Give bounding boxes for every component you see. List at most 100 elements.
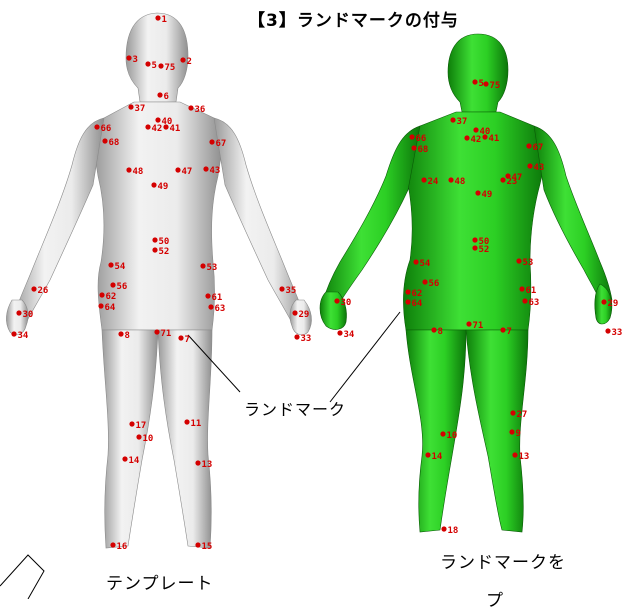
scan-landmark-dot-8 — [431, 327, 436, 332]
template-landmark-label-67: 67 — [216, 139, 227, 149]
scan-landmark-label-62: 62 — [412, 289, 423, 299]
scan-landmark-label-68: 68 — [418, 145, 429, 155]
scan-landmark-dot-24 — [421, 177, 426, 182]
template-landmark-dot-53 — [200, 263, 205, 268]
template-landmark-label-63: 63 — [215, 304, 226, 314]
template-landmark-label-7: 7 — [185, 335, 190, 345]
template-landmark-dot-8 — [118, 331, 123, 336]
template-landmark-label-15: 15 — [202, 542, 213, 552]
figure-title: 【3】ランドマークの付与 — [248, 6, 459, 31]
scan-landmark-label-41: 41 — [489, 134, 500, 144]
scan-landmark-dot-67 — [526, 143, 531, 148]
template-landmark-dot-16 — [110, 542, 115, 547]
scan-landmark-label-9: 9 — [516, 429, 521, 439]
scan-landmark-label-37: 37 — [457, 117, 468, 127]
template-landmark-label-64: 64 — [105, 303, 116, 313]
template-landmark-dot-40 — [155, 117, 160, 122]
scan-landmark-dot-9 — [509, 429, 514, 434]
scan-landmark-label-29: 29 — [608, 299, 619, 309]
scan-landmark-dot-56 — [422, 279, 427, 284]
scan-landmark-dot-34 — [337, 330, 342, 335]
template-landmark-label-42: 42 — [152, 124, 163, 134]
template-landmark-dot-52 — [152, 247, 157, 252]
scan-landmark-dot-7 — [500, 327, 505, 332]
template-landmark-dot-56 — [110, 282, 115, 287]
scan-landmark-label-43: 43 — [534, 163, 545, 173]
template-landmark-label-68: 68 — [109, 138, 120, 148]
scan-head — [448, 34, 508, 112]
scan-landmark-dot-62 — [405, 289, 410, 294]
scan-landmark-dot-18 — [441, 526, 446, 531]
template-landmark-dot-64 — [98, 303, 103, 308]
scan-landmark-dot-14 — [425, 452, 430, 457]
scan-landmark-dot-52 — [472, 245, 477, 250]
scan-landmark-label-14: 14 — [432, 452, 443, 462]
scan-landmark-dot-5 — [472, 79, 477, 84]
scan-landmark-dot-33 — [605, 328, 610, 333]
template-landmark-dot-75 — [158, 63, 163, 68]
template-landmark-dot-41 — [163, 124, 168, 129]
scan-landmark-label-75: 75 — [490, 81, 501, 91]
template-landmark-dot-1 — [155, 15, 160, 20]
scan-landmark-label-48: 48 — [455, 177, 466, 187]
template-landmark-label-53: 53 — [207, 263, 218, 273]
template-landmark-dot-3 — [126, 55, 131, 60]
scan-landmark-dot-68 — [411, 145, 416, 150]
scan-landmark-label-67: 67 — [533, 143, 544, 153]
template-landmark-label-54: 54 — [115, 262, 126, 272]
scan-landmark-dot-61 — [519, 286, 524, 291]
template-landmark-label-37: 37 — [135, 104, 146, 114]
template-landmark-label-10: 10 — [143, 434, 154, 444]
scan-landmark-dot-27 — [510, 410, 515, 415]
template-landmark-label-61: 61 — [212, 293, 223, 303]
scan-landmark-dot-13 — [512, 452, 517, 457]
scan-arm-right — [534, 126, 612, 306]
template-landmark-dot-5 — [145, 61, 150, 66]
template-landmark-label-52: 52 — [159, 247, 170, 257]
scan-landmark-dot-41 — [482, 134, 487, 139]
template-landmark-dot-48 — [126, 167, 131, 172]
template-landmark-dot-33 — [294, 334, 299, 339]
scan-landmark-label-33: 33 — [612, 328, 623, 338]
template-caption: テンプレート — [106, 569, 214, 594]
scan-landmark-dot-10 — [440, 431, 445, 436]
template-landmark-label-47: 47 — [182, 167, 193, 177]
template-landmark-label-56: 56 — [117, 282, 128, 292]
scan-landmark-label-27: 27 — [517, 410, 528, 420]
template-landmark-label-11: 11 — [191, 419, 202, 429]
template-landmark-dot-10 — [136, 434, 141, 439]
scan-landmark-dot-50 — [472, 237, 477, 242]
scan-landmark-dot-40 — [473, 127, 478, 132]
template-landmark-label-50: 50 — [159, 237, 170, 247]
template-leg-right — [158, 330, 212, 548]
template-landmark-label-3: 3 — [133, 55, 138, 65]
template-landmark-label-33: 33 — [301, 334, 312, 344]
scan-landmark-label-71: 71 — [473, 321, 484, 331]
scan-landmark-label-47: 47 — [512, 173, 523, 183]
template-landmark-dot-13 — [195, 460, 200, 465]
template-landmark-dot-29 — [292, 310, 297, 315]
template-landmark-label-62: 62 — [106, 292, 117, 302]
template-landmark-label-30: 30 — [23, 310, 34, 320]
scan-landmark-dot-29 — [601, 299, 606, 304]
scan-landmark-dot-30 — [334, 298, 339, 303]
scan-landmark-label-18: 18 — [448, 526, 459, 536]
template-landmark-label-35: 35 — [286, 286, 297, 296]
scan-landmark-dot-43 — [527, 163, 532, 168]
template-landmark-dot-7 — [178, 335, 183, 340]
template-landmark-label-71: 71 — [161, 329, 172, 339]
scan-landmark-dot-37 — [450, 117, 455, 122]
template-landmark-label-48: 48 — [133, 167, 144, 177]
template-landmark-label-41: 41 — [170, 124, 181, 134]
scan-landmark-label-53: 53 — [523, 258, 534, 268]
scan-landmark-label-54: 54 — [420, 259, 431, 269]
template-landmark-dot-67 — [209, 139, 214, 144]
scan-landmark-label-56: 56 — [429, 279, 440, 289]
template-landmark-dot-61 — [205, 293, 210, 298]
template-landmark-dot-68 — [102, 138, 107, 143]
template-landmark-dot-36 — [188, 105, 193, 110]
template-landmark-label-2: 2 — [187, 57, 192, 67]
scan-landmark-label-52: 52 — [479, 245, 490, 255]
scan-caption: ランドマークを — [440, 548, 566, 573]
template-landmark-dot-49 — [151, 182, 156, 187]
